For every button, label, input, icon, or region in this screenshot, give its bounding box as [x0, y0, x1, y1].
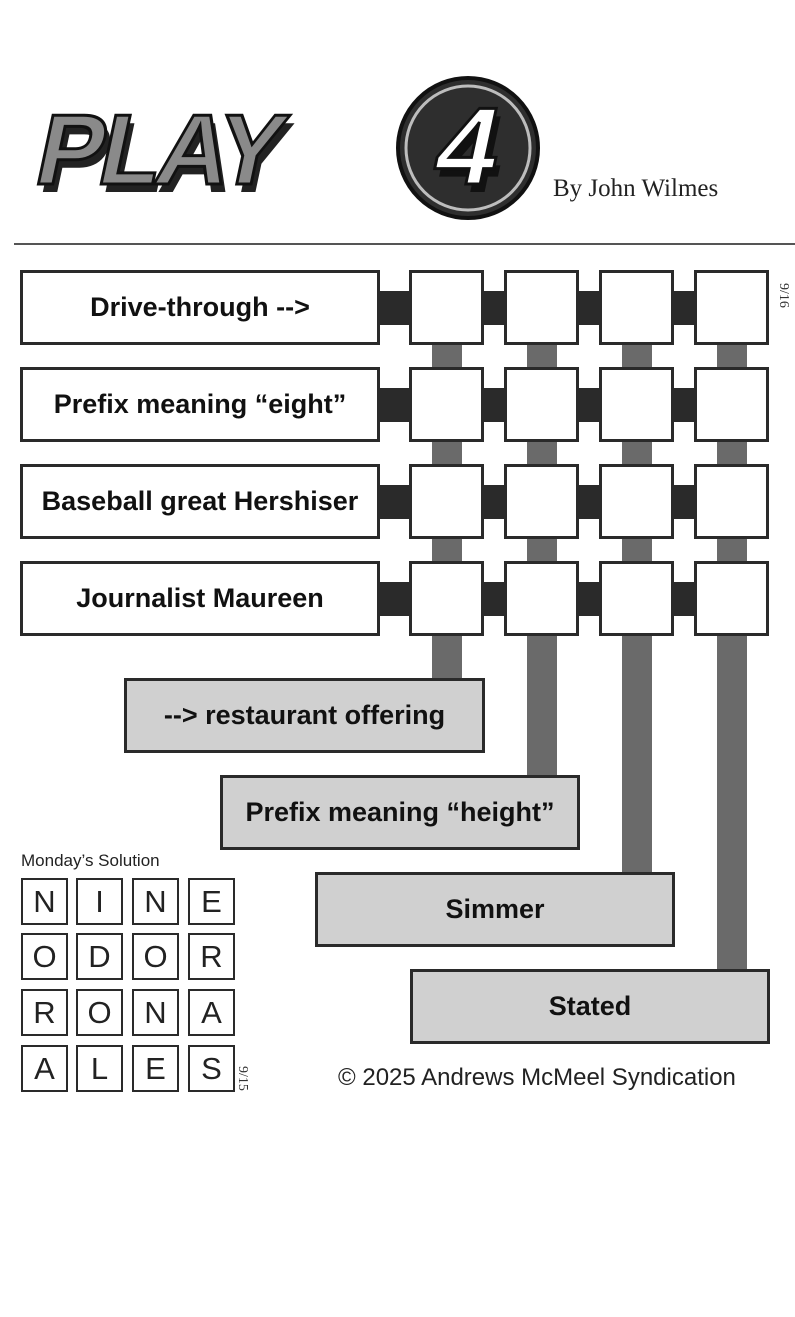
solution-cell: O: [132, 933, 179, 980]
down-connector-4: [717, 344, 747, 971]
copyright-notice: © 2025 Andrews McMeel Syndication: [338, 1064, 736, 1091]
solution-cell: D: [76, 933, 123, 980]
grid-cell-r1c4[interactable]: [694, 270, 769, 345]
grid-cell-r4c4[interactable]: [694, 561, 769, 636]
grid-cell-r3c3[interactable]: [599, 464, 674, 539]
solution-cell: O: [21, 933, 68, 980]
solution-cell: N: [132, 989, 179, 1036]
solution-title: Monday’s Solution: [21, 851, 160, 870]
header-divider: [14, 243, 795, 245]
down-clue-3: Simmer: [315, 872, 675, 947]
solution-cell: A: [188, 989, 235, 1036]
solution-cell: N: [132, 878, 179, 925]
solution-cell: L: [76, 1045, 123, 1092]
across-clue-1: Drive-through -->: [20, 270, 380, 345]
grid-cell-r2c4[interactable]: [694, 367, 769, 442]
across-clue-2: Prefix meaning “eight”: [20, 367, 380, 442]
byline: By John Wilmes: [553, 175, 719, 202]
grid-cell-r1c3[interactable]: [599, 270, 674, 345]
grid-cell-r4c2[interactable]: [504, 561, 579, 636]
grid-cell-r4c3[interactable]: [599, 561, 674, 636]
down-clue-4: Stated: [410, 969, 770, 1044]
play4-logo-graphic: PLAY PLAY 4 4: [26, 76, 540, 220]
solution-cell: N: [21, 878, 68, 925]
grid-cell-r4c1[interactable]: [409, 561, 484, 636]
solution-cell: E: [188, 878, 235, 925]
solution-cell: R: [21, 989, 68, 1036]
grid-cell-r3c1[interactable]: [409, 464, 484, 539]
grid-cell-r3c4[interactable]: [694, 464, 769, 539]
across-clue-3: Baseball great Hershiser: [20, 464, 380, 539]
solution-cell: S: [188, 1045, 235, 1092]
grid-cell-r1c2[interactable]: [504, 270, 579, 345]
play4-logo: PLAY PLAY 4 4: [26, 70, 550, 230]
solution-cell: I: [76, 878, 123, 925]
grid-cell-r1c1[interactable]: [409, 270, 484, 345]
solution-cell: E: [132, 1045, 179, 1092]
solution-date: 9/15: [235, 1066, 250, 1091]
across-clue-4: Journalist Maureen: [20, 561, 380, 636]
svg-text:PLAY: PLAY: [30, 94, 295, 206]
grid-cell-r2c1[interactable]: [409, 367, 484, 442]
grid-cell-r2c3[interactable]: [599, 367, 674, 442]
grid-cell-r2c2[interactable]: [504, 367, 579, 442]
down-clue-1: --> restaurant offering: [124, 678, 485, 753]
solution-cell: A: [21, 1045, 68, 1092]
solution-cell: R: [188, 933, 235, 980]
grid-cell-r3c2[interactable]: [504, 464, 579, 539]
svg-text:PLAY: PLAY: [31, 102, 299, 214]
puzzle-date: 9/16: [776, 283, 791, 308]
solution-cell: O: [76, 989, 123, 1036]
down-clue-2: Prefix meaning “height”: [220, 775, 580, 850]
